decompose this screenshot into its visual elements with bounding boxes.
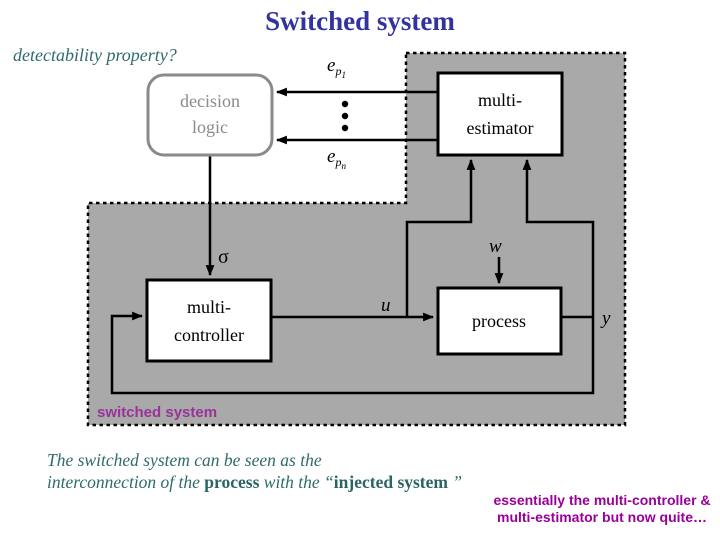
detectability-question: detectability property? [13, 45, 177, 65]
y-signal-label: y [600, 308, 611, 329]
process-label: process [472, 311, 526, 331]
epn-signal-label: epn [327, 146, 346, 171]
wire-y-feedback [110, 311, 595, 395]
caption-quote-close: ” [447, 472, 463, 492]
multi-estimator-label-line1: multi- [478, 90, 522, 110]
multi-controller-box: multi- controller [145, 278, 273, 363]
decision-logic-label-line2: logic [192, 117, 228, 137]
side-note: essentially the multi-controller & multi… [486, 492, 718, 526]
switched-system-region-label: switched system [97, 404, 217, 421]
multi-estimator-label-line2: estimator [467, 118, 534, 138]
dots-icon [341, 112, 349, 120]
decision-logic-box: decision logic [146, 73, 274, 157]
sigma-signal-label: σ [218, 246, 229, 268]
dots-icon [341, 124, 349, 132]
caption-line2-mid: with the [259, 472, 325, 492]
side-note-line1: essentially the multi-controller & [493, 492, 711, 508]
wire-y-to-estimator [522, 158, 595, 317]
dots-icon [341, 100, 349, 108]
process-box: process [436, 286, 563, 356]
caption: The switched system can be seen as the i… [47, 449, 462, 493]
multi-estimator-box: multi- estimator [436, 71, 564, 157]
wire-u-to-estimator [405, 158, 476, 317]
caption-injected-system-word: injected system [333, 472, 448, 492]
decision-logic-label-line1: decision [180, 91, 240, 111]
caption-quote-open: “ [324, 472, 334, 492]
caption-process-word: process [204, 472, 260, 492]
u-signal-label: u [381, 295, 391, 316]
w-signal-label: w [489, 236, 502, 257]
page-title: Switched system [265, 6, 455, 36]
ep1-signal-label: ep1 [327, 55, 346, 80]
caption-line2: interconnection of the process with the … [47, 471, 462, 493]
side-note-line2: multi-estimator but now quite… [497, 509, 707, 525]
multi-controller-label-line2: controller [174, 325, 244, 345]
multi-controller-label-line1: multi- [187, 297, 231, 317]
caption-line1: The switched system can be seen as the [47, 450, 322, 470]
caption-line2-pre: interconnection of the [47, 472, 205, 492]
